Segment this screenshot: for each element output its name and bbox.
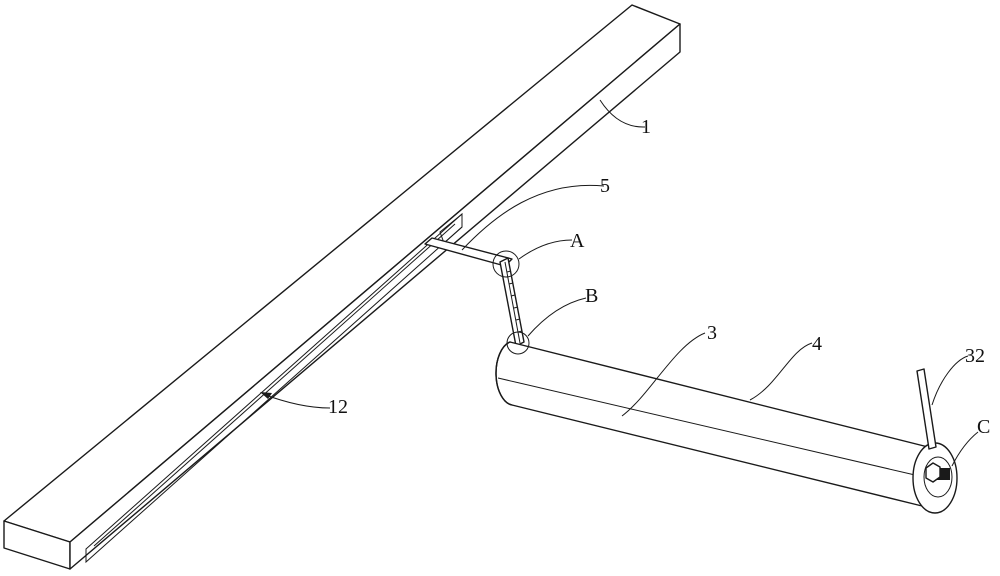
leader-12-arrowhead bbox=[260, 392, 272, 399]
label-slot: 12 bbox=[328, 396, 348, 418]
leader-b bbox=[527, 297, 587, 337]
label-link: 5 bbox=[600, 175, 610, 197]
leader-5 bbox=[461, 184, 605, 251]
nut-icon bbox=[925, 462, 941, 483]
roller-body bbox=[495, 341, 943, 507]
link-hatch-3 bbox=[510, 294, 516, 297]
roller bbox=[495, 341, 958, 514]
beam bbox=[3, 4, 681, 570]
link-inner-line bbox=[504, 261, 521, 344]
link-hatch-1 bbox=[506, 270, 512, 273]
beam-side-face bbox=[69, 23, 681, 570]
beam-slot-depth-line bbox=[93, 223, 456, 547]
detail-circle-b bbox=[506, 331, 530, 355]
leader-3 bbox=[621, 332, 706, 417]
detail-circle-a bbox=[492, 250, 520, 278]
leader-c bbox=[951, 431, 979, 467]
leader-12 bbox=[262, 393, 331, 409]
roller-end-inner bbox=[923, 456, 953, 498]
leader-32 bbox=[931, 355, 969, 406]
label-detail-a: A bbox=[570, 230, 585, 252]
leader-1 bbox=[599, 99, 646, 128]
roller-seam-line bbox=[497, 377, 916, 476]
roller-left-end bbox=[495, 341, 513, 406]
link-hatch-2 bbox=[508, 282, 514, 285]
label-detail-c: C bbox=[977, 416, 990, 438]
beam-slot-opening bbox=[439, 212, 463, 244]
link-hatch-5 bbox=[515, 318, 521, 321]
label-roller-surface: 4 bbox=[812, 333, 822, 355]
label-detail-b: B bbox=[585, 285, 598, 307]
leader-a bbox=[518, 239, 573, 260]
label-roller-body: 3 bbox=[707, 322, 717, 344]
beam-top-face bbox=[3, 4, 681, 543]
label-handle: 32 bbox=[965, 345, 985, 367]
label-beam: 1 bbox=[641, 116, 651, 138]
link-hatch-4 bbox=[513, 306, 519, 309]
link-rod bbox=[424, 237, 525, 347]
link-horizontal-bar bbox=[424, 237, 513, 267]
leader-4 bbox=[749, 342, 813, 401]
handle-rod bbox=[916, 368, 937, 450]
